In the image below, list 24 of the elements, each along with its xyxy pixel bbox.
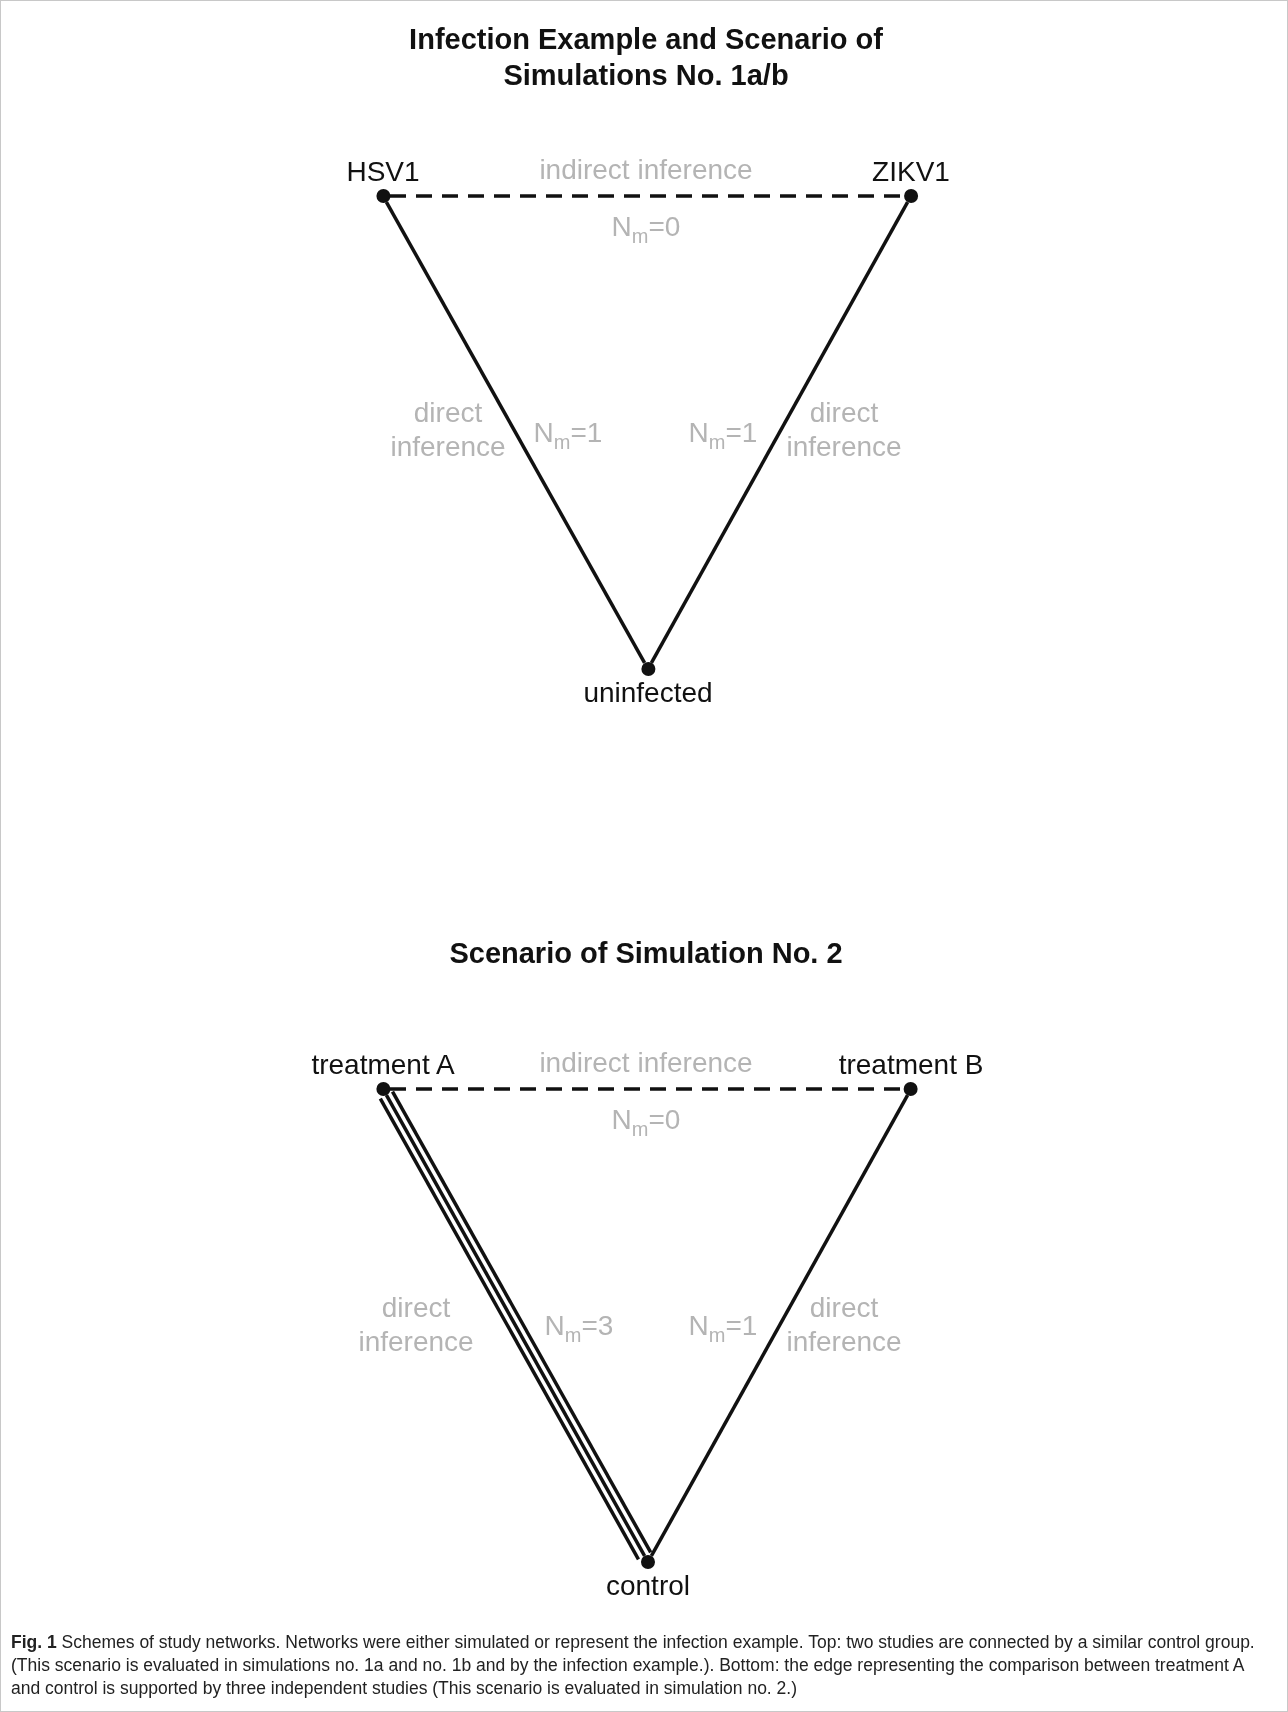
- section-heading: Scenario of Simulation No. 2: [449, 936, 843, 971]
- node-label: uninfected: [583, 676, 713, 710]
- edge-label: indirect inference: [538, 1046, 754, 1080]
- node-label: control: [606, 1569, 690, 1603]
- edge-label: direct inference: [357, 1291, 475, 1359]
- node-label: treatment B: [838, 1048, 984, 1082]
- figure-caption: Fig. 1 Schemes of study networks. Networks were either simulated or represent the infection example. Top: two studies are connected by a similar control group. (This scenario is evaluated in simulations no. 1a and no. 1b and by the infection example.). Bottom: the edge representing the comparison between treatment A and control is supported by three independent studies (This scenario is evaluated in simulation no. 2.): [11, 1631, 1256, 1700]
- connector-line: [384, 201, 647, 664]
- edge-label: direct inference: [389, 396, 507, 464]
- edge-label: indirect inference: [538, 153, 754, 187]
- node-label: treatment A: [311, 1048, 455, 1082]
- edge-label: direct inference: [785, 396, 903, 464]
- edge-label: direct inference: [785, 1291, 903, 1359]
- edge-annotation: N$_{m}$=1: [533, 416, 603, 455]
- node-label: HSV1: [346, 155, 420, 189]
- node-label: ZIKV1: [872, 155, 950, 189]
- edge-annotation: N$_{m}$=1: [688, 1309, 758, 1348]
- edge-annotation: N$_{m}$=0: [611, 1103, 681, 1142]
- connector-line: [649, 201, 910, 664]
- connector-line: [649, 1094, 910, 1557]
- edge-annotation: N$_{m}$=3: [544, 1309, 614, 1348]
- diagram-title: Infection Example and Scenario of Simulations No. 1a/b: [408, 22, 884, 93]
- edge-annotation: N$_{m}$=0: [611, 210, 681, 249]
- edge-annotation: N$_{m}$=1: [688, 416, 758, 455]
